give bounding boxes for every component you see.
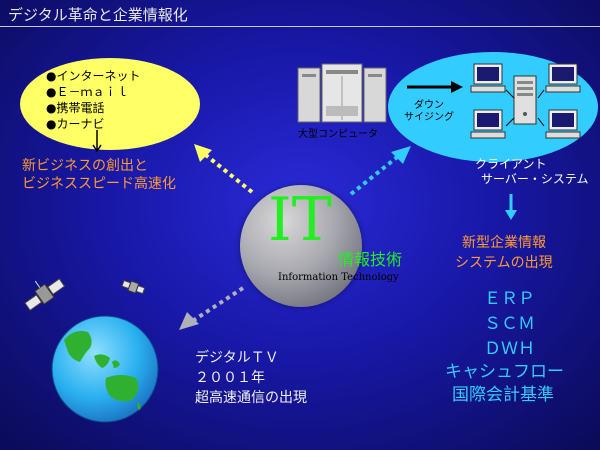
year-2001-label: ２００１年 bbox=[195, 370, 265, 386]
mainframe-label: 大型コンピュータ bbox=[298, 129, 378, 140]
scm-label: ＳＣＭ bbox=[484, 314, 535, 334]
dwh-label: ＤＷＨ bbox=[484, 339, 535, 359]
cyan-down-arrow-icon bbox=[505, 194, 517, 220]
gray-dotted-arrow bbox=[179, 286, 245, 330]
title-divider bbox=[0, 26, 600, 27]
title-bar: デジタル革命と企業情報化 bbox=[0, 0, 600, 28]
bullet-internet: ●インターネット bbox=[46, 69, 141, 83]
downsizing-label-2: サイジング bbox=[404, 112, 454, 123]
yellow-dotted-arrow bbox=[194, 144, 254, 194]
earth-globe-icon bbox=[51, 315, 159, 423]
client-pc-icon bbox=[545, 63, 581, 93]
it-sphere bbox=[240, 185, 362, 307]
new-system-line-2: システムの出現 bbox=[455, 255, 553, 271]
client-pc-icon bbox=[545, 109, 581, 139]
client-pc-icon bbox=[470, 63, 506, 93]
page-title: デジタル革命と企業情報化 bbox=[8, 6, 188, 24]
client-pc-icon bbox=[470, 109, 506, 139]
it-label: IT bbox=[268, 185, 332, 255]
mainframe-computer-icon bbox=[297, 63, 387, 123]
new-system-line-1: 新型企業情報 bbox=[462, 235, 546, 251]
digital-tv-label: デジタルＴＶ bbox=[195, 350, 279, 366]
network-lines bbox=[505, 89, 545, 127]
server-tower-icon bbox=[513, 75, 537, 125]
down-arrow-icon bbox=[92, 130, 102, 153]
high-speed-comm-label: 超高速通信の出現 bbox=[195, 390, 307, 406]
satellite-icon bbox=[24, 278, 66, 312]
new-business-line-2: ビジネススピード高速化 bbox=[22, 176, 176, 192]
downsizing-arrow-icon bbox=[407, 81, 463, 93]
information-technology-japanese: 情報技術 bbox=[338, 250, 403, 269]
information-technology-english: Information Technology bbox=[278, 272, 399, 283]
cyan-dotted-arrow bbox=[349, 146, 411, 196]
media-list-ellipse bbox=[20, 58, 200, 150]
server-system-label: サーバー・システム bbox=[481, 172, 589, 186]
bullet-email: ●Ｅ－ｍａｉｌ bbox=[46, 85, 129, 99]
downsizing-label-1: ダウン bbox=[414, 100, 444, 111]
satellite-icon bbox=[121, 279, 146, 295]
bullet-mobile-phone: ●携帯電話 bbox=[46, 101, 105, 115]
cashflow-label: キャシュフロー bbox=[445, 362, 564, 382]
bullet-car-navigation: ●カーナビ bbox=[46, 117, 105, 131]
international-accounting-label: 国際会計基準 bbox=[452, 385, 554, 405]
client-label: クライアント bbox=[475, 157, 547, 171]
new-business-line-1: 新ビジネスの創出と bbox=[22, 158, 148, 174]
erp-label: ＥＲＰ bbox=[484, 289, 535, 309]
